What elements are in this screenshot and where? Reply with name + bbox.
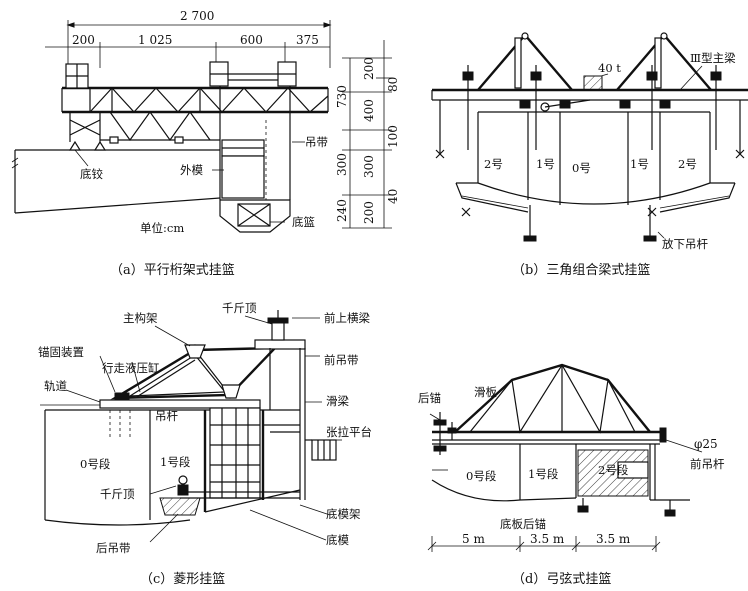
label-front-rod: 前吊杆 <box>690 457 725 471</box>
label-seg-1: 1号段 <box>528 467 559 481</box>
panel-a-parallel-truss: 2 700 200 1 025 600 375 <box>11 9 400 278</box>
seg-0: 0号 <box>572 161 591 175</box>
label-seg-1: 1号段 <box>160 455 191 469</box>
label-seg-0: 0号段 <box>80 457 111 471</box>
label-jack-bottom: 千斤顶 <box>100 487 135 501</box>
dim-5m: 5 m <box>462 532 485 546</box>
panel-d-bowstring: 0号段 1号段 2号段 滑板 后锚 φ25 前吊杆 底板后锚 5 m 3.5 m… <box>418 363 725 587</box>
label-phi25: φ25 <box>694 437 718 451</box>
label-track: 轨道 <box>44 379 67 393</box>
panel-a-box-girder <box>11 149 221 214</box>
panel-a-hanging-form <box>219 86 291 233</box>
label-main-beam: Ⅲ型主梁 <box>690 51 736 65</box>
dim-3-5m-b: 3.5 m <box>596 532 631 546</box>
dim-v-40: 40 <box>386 189 400 204</box>
label-rear-anchor: 后锚 <box>418 391 441 405</box>
rear-anchor-hatch <box>159 497 201 516</box>
panel-a-dimensions-top: 2 700 200 1 025 600 375 <box>45 9 332 68</box>
panel-b-jacks <box>435 65 745 159</box>
label-bottom-form: 底模 <box>326 533 349 547</box>
load-block <box>583 75 603 91</box>
dim-v-80: 80 <box>386 77 400 92</box>
label-seg-0: 0号段 <box>466 469 497 483</box>
dim-v-400: 400 <box>362 99 376 122</box>
panel-c-formwork <box>180 407 301 513</box>
panel-b-triangle-beam: 40 t Ⅲ型主梁 <box>431 32 748 278</box>
label-hydraulic: 行走液压缸 <box>102 361 160 375</box>
dim-v-100: 100 <box>386 125 400 148</box>
label-unit: 单位:cm <box>140 221 184 235</box>
seg-2-right: 2号 <box>678 157 697 171</box>
dim-600: 600 <box>240 33 263 47</box>
label-rod: 吊杆 <box>155 409 178 423</box>
label-jack-top: 千斤顶 <box>222 301 257 315</box>
label-front-hanger: 前吊带 <box>324 353 359 367</box>
label-lower-rod: 放下吊杆 <box>662 237 708 251</box>
panel-b-segments <box>455 111 736 217</box>
panel-d-segments <box>431 443 690 517</box>
dim-v-200a: 200 <box>362 57 376 80</box>
label-bottom-frame: 底模架 <box>326 507 361 521</box>
label-bottom-anchor: 底板后锚 <box>500 517 546 531</box>
label-main-truss: 主构架 <box>123 311 158 325</box>
label-40t: 40 t <box>598 61 621 75</box>
label-bottom-basket: 底篮 <box>292 215 315 229</box>
panel-d-dimensions: 5 m 3.5 m 3.5 m <box>427 532 661 552</box>
label-front-beam: 前上横梁 <box>324 311 370 325</box>
label-seg-2: 2号段 <box>598 463 629 477</box>
caption-b: （b）三角组合梁式挂篮 <box>512 263 650 278</box>
dim-v-300: 300 <box>335 153 349 176</box>
seg-1-right: 1号 <box>630 157 649 171</box>
label-slide-plate: 滑板 <box>474 385 497 399</box>
label-outer-form: 外模 <box>180 163 203 177</box>
dim-v-240: 240 <box>335 199 349 222</box>
dim-375: 375 <box>296 33 319 47</box>
dim-v-730: 730 <box>335 85 349 108</box>
panel-a-truss <box>61 61 329 151</box>
dim-3-5m-a: 3.5 m <box>530 532 565 546</box>
label-rear-hanger: 后吊带 <box>96 541 131 555</box>
label-hinge: 底铰 <box>80 167 103 181</box>
dim-v-300b: 300 <box>362 155 376 178</box>
seg-2-left: 2号 <box>484 157 503 171</box>
caption-c: （c）菱形挂篮 <box>140 572 225 587</box>
caption-a: （a）平行桁架式挂篮 <box>110 263 235 278</box>
label-anchor: 锚固装置 <box>38 345 84 359</box>
seg-1-left: 1号 <box>536 157 555 171</box>
dim-v-200b: 200 <box>362 201 376 224</box>
label-slide-beam: 滑梁 <box>326 394 349 408</box>
dim-200: 200 <box>72 33 95 47</box>
panel-d-truss <box>432 363 667 443</box>
dim-1025: 1 025 <box>138 33 172 47</box>
panel-a-dimensions-right: 730 300 240 200 400 300 200 80 100 40 <box>335 40 400 229</box>
dim-total: 2 700 <box>180 9 214 23</box>
panel-c-diamond: 主构架 千斤顶 前上横梁 锚固装置 行走液压缸 轨道 前吊带 吊杆 滑梁 张拉平… <box>38 301 372 587</box>
caption-d: （d）弓弦式挂篮 <box>512 571 611 587</box>
label-platform: 张拉平台 <box>326 425 372 439</box>
label-hanger: 吊带 <box>305 135 328 149</box>
